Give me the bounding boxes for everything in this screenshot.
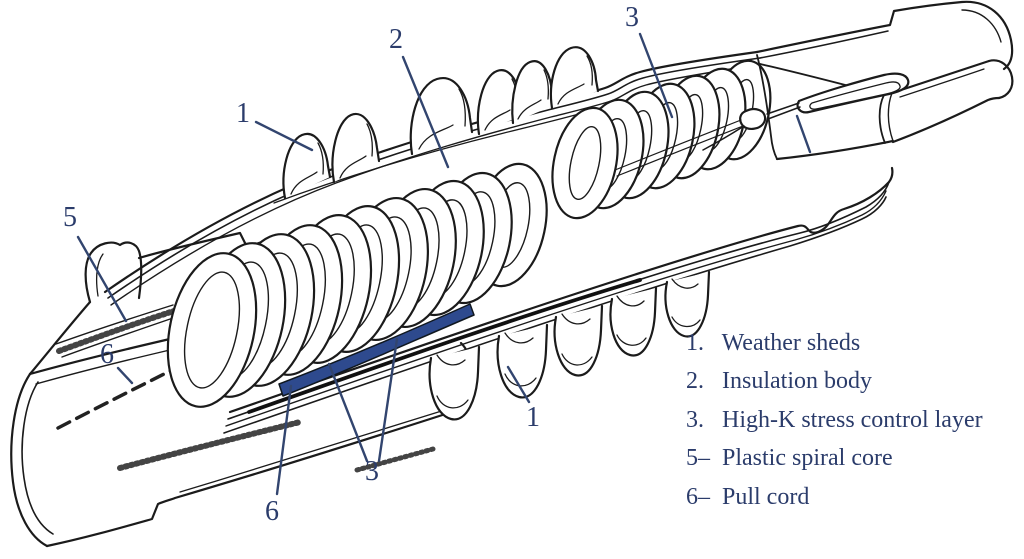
callout-insulation-body: 2 xyxy=(389,24,403,55)
legend-marker: 5– xyxy=(686,445,710,472)
leader-3-bottom-b xyxy=(377,337,399,463)
legend-marker: 6– xyxy=(686,483,710,510)
leader-6-bottom xyxy=(275,384,293,496)
leader-3-right xyxy=(795,114,812,154)
legend-label: Weather sheds xyxy=(721,330,861,356)
spiral-core-dotted-edge-lower xyxy=(117,419,303,471)
legend-label: Pull cord xyxy=(722,483,810,510)
leader-6-left xyxy=(116,366,134,385)
legend-label: High-K stress control layer xyxy=(722,406,983,433)
legend-item-weather-sheds: 1. Weather sheds xyxy=(686,324,983,362)
leader-2 xyxy=(401,55,450,169)
connector-end xyxy=(614,0,1014,177)
spiral-core-coils xyxy=(166,59,772,408)
callout-spiral-core: 5 xyxy=(63,202,77,233)
leader-1-top xyxy=(254,120,314,152)
weather-sheds-top xyxy=(282,46,600,200)
callout-pull-cord-left: 6 xyxy=(100,339,114,370)
callout-weather-sheds-top: 1 xyxy=(236,98,250,129)
callout-weather-sheds-bottom: 1 xyxy=(526,402,540,433)
leader-3-bottom-a xyxy=(327,362,369,463)
leader-3-top xyxy=(638,32,674,119)
legend-item-insulation-body: 2. Insulation body xyxy=(686,362,983,400)
weather-sheds-bottom xyxy=(428,270,711,421)
callout-stress-layer-bottom: 3 xyxy=(365,456,379,487)
legend-marker: 2. xyxy=(686,368,704,395)
cord-under-band xyxy=(247,278,642,414)
callout-pull-cord-bottom: 6 xyxy=(265,496,279,527)
legend-marker: 3. xyxy=(686,406,704,433)
spiral-core-dotted-edge-upper xyxy=(56,308,177,354)
legend-item-plastic-spiral-core: 5– Plastic spiral core xyxy=(686,439,983,477)
leader-5 xyxy=(76,235,128,323)
legend-label: Plastic spiral core xyxy=(722,445,893,472)
legend-marker: 1. xyxy=(686,330,704,356)
pull-rod-loop xyxy=(796,72,910,114)
legend-label: Insulation body xyxy=(722,368,872,395)
legend-item-pull-cord: 6– Pull cord xyxy=(686,478,983,516)
legend: 1. Weather sheds 2. Insulation body 3. H… xyxy=(686,324,983,516)
leader-1-bottom xyxy=(506,365,531,404)
leader-lines xyxy=(76,32,812,496)
callout-stress-layer-top: 3 xyxy=(625,2,639,33)
legend-item-stress-control-layer: 3. High-K stress control layer xyxy=(686,401,983,439)
